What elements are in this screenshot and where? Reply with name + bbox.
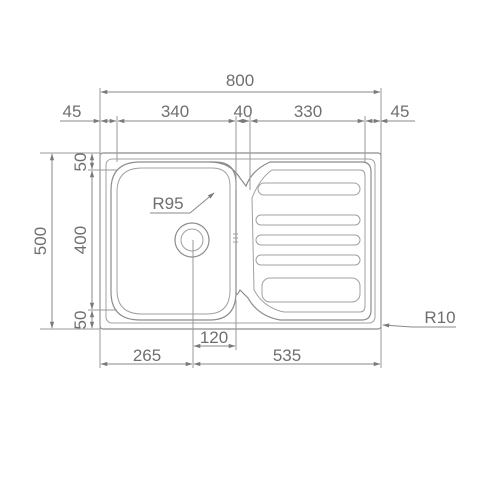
drainer-channel (257, 182, 361, 196)
drainer-channel (255, 254, 361, 266)
extension-lines (40, 88, 382, 368)
dim-gap: 40 (234, 102, 253, 121)
dim-drainer-width: 330 (294, 102, 322, 121)
dim-bowl-width: 340 (161, 102, 189, 121)
drain (174, 222, 210, 258)
drain-outer-ring (174, 222, 210, 258)
dim-right-margin: 45 (391, 102, 410, 121)
drainer-board (209, 161, 372, 321)
dim-bowl-radius: R95 (152, 194, 183, 213)
drainer-inner-edge (251, 169, 366, 313)
dim-corner-radius: R10 (424, 308, 455, 327)
bowl-outer-edge (110, 161, 237, 321)
drainer-channel (255, 234, 361, 246)
bowl-inner-edge (116, 167, 231, 315)
dim-left-margin: 45 (63, 102, 82, 121)
dim-overall-depth: 500 (31, 227, 50, 255)
dim-overall-width: 800 (226, 71, 254, 90)
bowl (110, 161, 237, 321)
drainer-channel (255, 214, 361, 226)
dim-bottom-margin: 50 (71, 311, 90, 330)
drain-inner-ring (180, 228, 204, 252)
overflow-slot (233, 233, 238, 243)
dim-top-margin: 50 (71, 153, 90, 172)
dimension-lines (49, 89, 456, 367)
dim-drain-offset: 120 (200, 328, 228, 347)
dim-bowl-depth: 400 (71, 226, 90, 254)
drainer-outer-edge (209, 161, 372, 321)
sink-inner-rim (105, 158, 376, 324)
dim-remaining-width: 535 (273, 346, 301, 365)
dimension-labels: 800 45 340 40 330 45 500 50 400 50 R95 R… (31, 71, 456, 365)
drainer-channel (261, 277, 361, 303)
dim-drain-position: 265 (133, 346, 161, 365)
